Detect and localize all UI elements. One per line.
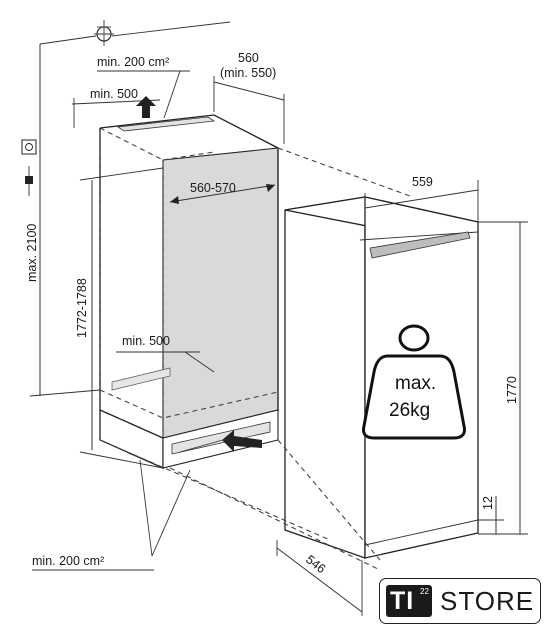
- niche-height-label: 1772-1788: [75, 278, 89, 338]
- fridge-height-label: 1770: [505, 376, 519, 404]
- max-height-label: max. 2100: [25, 224, 39, 282]
- air-arrow-icon: [136, 96, 156, 118]
- plug-icon: [25, 166, 33, 196]
- weight-icon: max. 26kg: [362, 324, 466, 440]
- top-vent: [116, 116, 216, 132]
- top-depth-label-b: (min. 550): [220, 66, 276, 80]
- fridge-depth-label: 546: [303, 552, 328, 576]
- store-logo: TI 22 STORE: [379, 578, 541, 624]
- power-socket-icon: [21, 139, 37, 155]
- weight-line-2: 26kg: [389, 400, 430, 421]
- air-top-label: min. 200 cm²: [97, 55, 169, 69]
- niche-width-label: 560-570: [190, 181, 236, 195]
- air-arrow-icon: [222, 430, 262, 452]
- niche-cabinet: [99, 114, 279, 470]
- logo-ti-text: TI: [390, 587, 415, 615]
- logo-mark: TI 22: [386, 585, 432, 617]
- bottom-vent: [171, 421, 271, 455]
- logo-number: 22: [420, 587, 429, 596]
- fridge-width-label: 559: [412, 175, 433, 189]
- weight-line-1: max.: [395, 373, 436, 394]
- plinth-label: 12: [481, 496, 495, 510]
- top-width-label: min. 500: [90, 87, 138, 101]
- bottom-width-label: min. 500: [122, 334, 170, 348]
- shelf-vent: [111, 367, 171, 391]
- logo-store-text: STORE: [440, 586, 535, 616]
- fridge-hinge: [369, 231, 471, 259]
- projection-lines: [99, 147, 411, 571]
- air-bottom-label: min. 200 cm²: [32, 554, 104, 568]
- water-connection-icon: [94, 20, 114, 46]
- top-depth-label-a: 560: [238, 51, 259, 65]
